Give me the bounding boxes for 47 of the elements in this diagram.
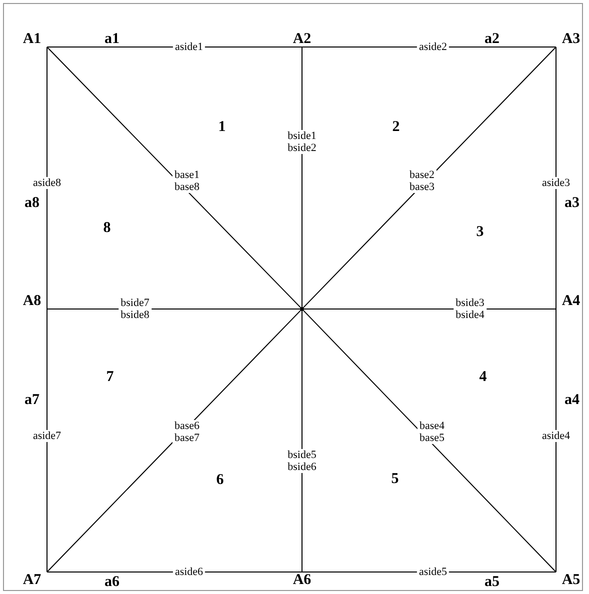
vertex-label: A5 [556,572,586,588]
vertex-label: A6 [287,572,317,588]
side-label: a5 [484,574,500,590]
side-label: a8 [24,195,40,211]
region-number: 7 [106,369,114,385]
edge-label: aside8 [30,177,64,189]
line-segment [302,46,556,308]
line-segment [46,46,302,308]
region-number: 4 [479,369,487,385]
vertex-label: A8 [17,293,47,309]
edge-label: aside7 [30,430,64,442]
edge-label: base4 base5 [417,420,447,444]
center-point [300,307,304,311]
line-segment [46,310,302,572]
vertex-label: A4 [556,293,586,309]
side-label: a6 [104,574,120,590]
vertex-label: A7 [17,572,47,588]
line-segment [46,308,48,572]
vertex-label: A3 [556,31,586,47]
edge-label: bside3 bside4 [454,297,486,321]
side-label: a3 [564,195,580,211]
edge-label: base6 base7 [172,420,202,444]
vertex-label: A2 [287,31,317,47]
region-number: 3 [476,224,484,240]
edge-label: bside1 bside2 [286,130,318,154]
line-segment [302,310,556,572]
edge-label: aside3 [540,177,572,189]
region-number: 5 [391,471,399,487]
side-label: a7 [24,392,40,408]
edge-label: aside5 [416,566,450,578]
edge-label: aside1 [172,41,206,53]
region-number: 2 [392,119,400,135]
edge-label: aside6 [172,566,206,578]
edge-label: aside2 [416,41,450,53]
edge-label: bside7 bside8 [118,297,152,321]
region-number: 6 [216,472,224,488]
region-number: 1 [218,119,226,135]
side-label: a2 [484,31,500,47]
edge-label: aside4 [540,430,572,442]
side-label: a4 [564,392,580,408]
edge-label: base1 base8 [172,169,202,193]
vertex-label: A1 [17,31,47,47]
edge-label: bside5 bside6 [286,449,318,473]
side-label: a1 [104,31,120,47]
region-number: 8 [103,220,111,236]
line-segment [46,46,48,310]
edge-label: base2 base3 [407,169,437,193]
